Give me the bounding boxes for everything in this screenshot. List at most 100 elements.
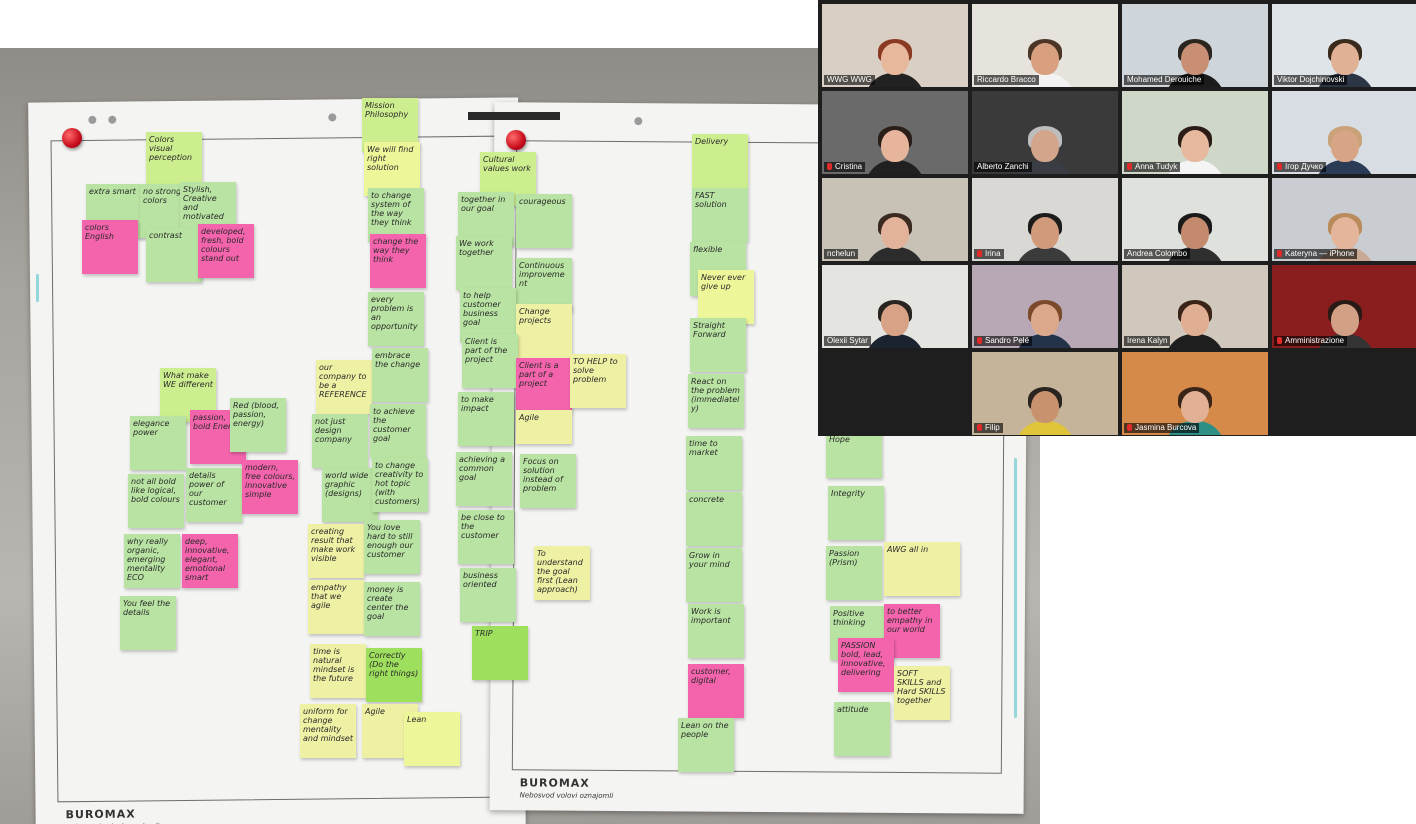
video-tile[interactable]: Ігор Дучко	[1272, 91, 1416, 174]
sticky-note: Focus on solution instead of problem	[520, 454, 576, 508]
paper-brand: BUROMAX Nebosvod volovi oznajomli	[520, 776, 614, 801]
sticky-note: Agile	[516, 410, 572, 444]
participant-video	[863, 211, 927, 261]
video-tile[interactable]: Anna Tudyk	[1122, 91, 1268, 174]
sticky-note-text: Positive thinking	[833, 609, 866, 627]
video-tile[interactable]: Riccardo Bracco	[972, 4, 1118, 87]
sticky-note-text: Focus on solution instead of problem	[523, 457, 563, 493]
sticky-note-text: Continuous improvement	[519, 261, 565, 288]
participant-name: Mohamed Derouiche	[1127, 75, 1202, 84]
video-tile[interactable]: Alberto Zanchi	[972, 91, 1118, 174]
video-tile[interactable]: nchelun	[822, 178, 968, 261]
participant-name: Irena Kalyn	[1127, 336, 1168, 345]
participant-video	[863, 37, 927, 87]
sticky-note: AWG all in	[884, 542, 960, 596]
sticky-note: Hope	[826, 432, 882, 478]
participant-name-label: Irena Kalyn	[1124, 336, 1171, 346]
sticky-note: You love hard to still enough our custom…	[364, 520, 420, 574]
video-tile[interactable]: Kateryna — iPhone	[1272, 178, 1416, 261]
sticky-note-text: To understand the goal first (Lean appro…	[537, 549, 583, 594]
sticky-note: not all bold like logical, bold colours	[128, 474, 184, 528]
sticky-note-text: time to market	[689, 439, 718, 457]
brand-name: BUROMAX	[65, 807, 136, 822]
mic-muted-icon	[977, 337, 982, 344]
sticky-note: world wide graphic (designs)	[322, 468, 378, 522]
sticky-note-text: Client is a part of a project	[519, 361, 559, 388]
sticky-note-text: to change system of the way they think	[371, 191, 412, 227]
sticky-note-text: Hope	[829, 435, 850, 444]
sticky-note: To understand the goal first (Lean appro…	[534, 546, 590, 600]
sticky-note-text: our company to be a REFERENCE	[319, 363, 367, 399]
participant-face	[881, 130, 909, 162]
sticky-note: deep, innovative, elegant, emotional sma…	[182, 534, 238, 588]
participant-name: Andrea Colombo	[1127, 249, 1188, 258]
sticky-note: Red (blood, passion, energy)	[230, 398, 286, 452]
tape-strip	[468, 112, 560, 120]
participant-name-label: Olexii Sytar	[824, 336, 871, 346]
mic-muted-icon	[1127, 424, 1132, 431]
participant-name: Filip	[985, 423, 1000, 432]
video-tile[interactable]: Jasmina Burcova	[1122, 352, 1268, 435]
sticky-note-text: AWG all in	[887, 545, 929, 554]
video-tile[interactable]: Sandro Pelé	[972, 265, 1118, 348]
sticky-note-text: Work is important	[691, 607, 731, 625]
participant-video	[1163, 385, 1227, 435]
sticky-note-text: modern, free colours, innovative simple	[245, 463, 295, 499]
participant-name: Sandro Pelé	[985, 336, 1030, 345]
video-tile[interactable]: Andrea Colombo	[1122, 178, 1268, 261]
participant-video	[863, 298, 927, 348]
sticky-note-text: Lean	[407, 715, 427, 724]
sticky-note-text: to make impact	[461, 395, 494, 413]
participant-name-label: Irina	[974, 249, 1004, 259]
participant-face	[881, 217, 909, 249]
sticky-note-text: passion, bold Energy	[193, 413, 241, 431]
sticky-note: to help customer business goal	[460, 288, 516, 342]
video-tile[interactable]: WWG WWG	[822, 4, 968, 87]
sticky-note-text: not all bold like logical, bold colours	[131, 477, 180, 504]
sticky-note: every problem is an opportunity	[368, 292, 424, 346]
sticky-note: contrast	[146, 228, 202, 282]
sticky-note: You feel the details	[120, 596, 176, 650]
mic-muted-icon	[1277, 337, 1282, 344]
video-tile[interactable]: Irina	[972, 178, 1118, 261]
participant-video	[1013, 37, 1077, 87]
sticky-note-text: no strong colors	[143, 187, 182, 205]
sticky-note: to make impact	[458, 392, 514, 446]
participant-name-label: Kateryna — iPhone	[1274, 249, 1358, 259]
participant-name: Viktor Dojchinovski	[1277, 75, 1345, 84]
video-tile[interactable]: Mohamed Derouiche	[1122, 4, 1268, 87]
participant-name-label: Anna Tudyk	[1124, 162, 1181, 172]
video-tile[interactable]: Amministrazione	[1272, 265, 1416, 348]
participant-face	[1181, 304, 1209, 336]
video-tile[interactable]: Filip	[972, 352, 1118, 435]
participant-video	[1313, 124, 1377, 174]
sticky-note-text: details power of our customer	[189, 471, 227, 507]
sticky-note-text: uniform for change mentality and mindset	[303, 707, 353, 743]
video-tile[interactable]: Viktor Dojchinovski	[1272, 4, 1416, 87]
participant-name-label: Riccardo Bracco	[974, 75, 1039, 85]
participant-video	[863, 124, 927, 174]
sticky-note: why really organic, emerging mentality E…	[124, 534, 180, 588]
participant-name: Alberto Zanchi	[977, 162, 1029, 171]
participant-body	[865, 247, 925, 261]
sticky-note: uniform for change mentality and mindset	[300, 704, 356, 758]
sticky-note: to achieve the customer goal	[370, 404, 426, 458]
participant-video	[1163, 298, 1227, 348]
video-tile[interactable]: Cristina	[822, 91, 968, 174]
sticky-note-text: PASSION bold, lead, innovative, deliveri…	[841, 641, 886, 677]
participant-face	[1181, 130, 1209, 162]
participant-name: nchelun	[827, 249, 856, 258]
participant-name-label: Cristina	[824, 162, 866, 172]
sticky-note: FAST solution	[692, 188, 748, 242]
sticky-note: courageous	[516, 194, 572, 248]
video-tile[interactable]: Olexii Sytar	[822, 265, 968, 348]
participant-name-label: Filip	[974, 423, 1003, 433]
sticky-note-text: Straight Forward	[693, 321, 726, 339]
participant-name: Kateryna — iPhone	[1285, 249, 1355, 258]
participant-face	[1331, 217, 1359, 249]
sticky-note: Client is a part of a project	[516, 358, 572, 412]
sticky-note-text: why really organic, emerging mentality E…	[127, 537, 169, 582]
video-tile[interactable]: Irena Kalyn	[1122, 265, 1268, 348]
sticky-note: modern, free colours, innovative simple	[242, 460, 298, 514]
sticky-note-text: to help customer business goal	[463, 291, 501, 327]
